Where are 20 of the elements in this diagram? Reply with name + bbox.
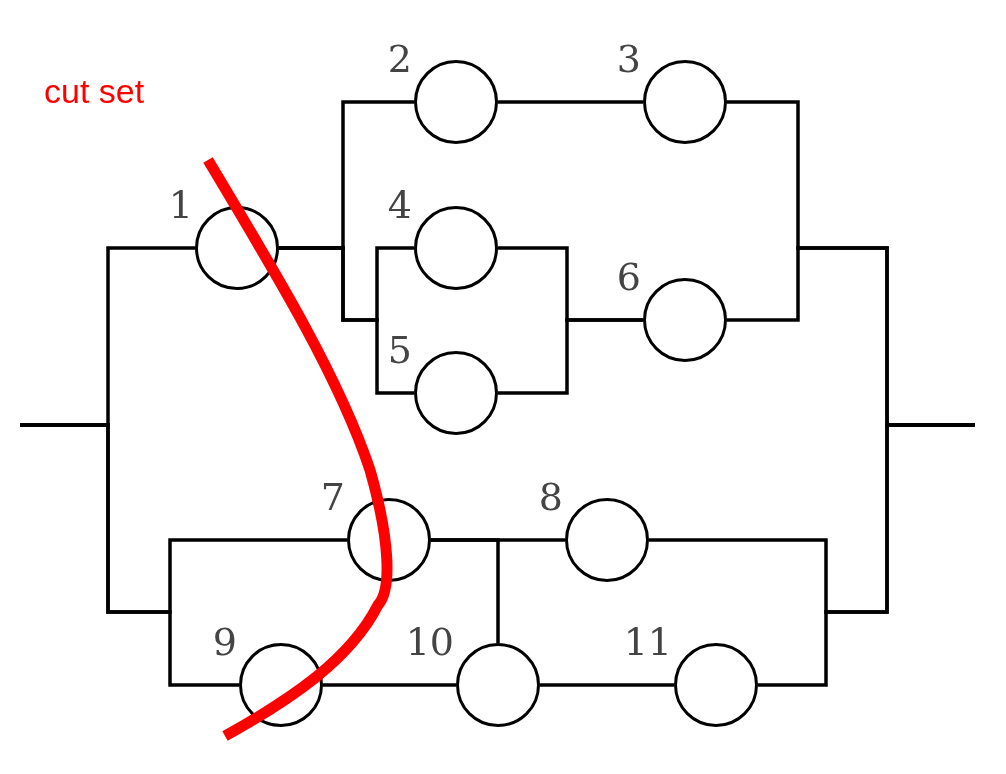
component-number: 5 (386, 331, 412, 369)
component-number: 6 (615, 258, 641, 296)
component-number: 4 (386, 186, 412, 224)
wire (431, 538, 500, 643)
wire (323, 683, 456, 687)
component-number: 7 (319, 478, 345, 516)
component-number: 2 (386, 40, 412, 78)
wire (498, 318, 643, 395)
component-number: 1 (167, 186, 193, 224)
component-number: 8 (537, 478, 563, 516)
wire (20, 423, 239, 687)
cut-set-label: cut set (44, 74, 145, 108)
component-number: 9 (211, 623, 237, 661)
component-number: 11 (622, 623, 672, 661)
wire (498, 100, 643, 104)
component-number: 10 (404, 623, 454, 661)
component-number: 3 (615, 40, 641, 78)
wire (540, 683, 674, 687)
wire (279, 246, 414, 395)
wire (758, 423, 975, 687)
